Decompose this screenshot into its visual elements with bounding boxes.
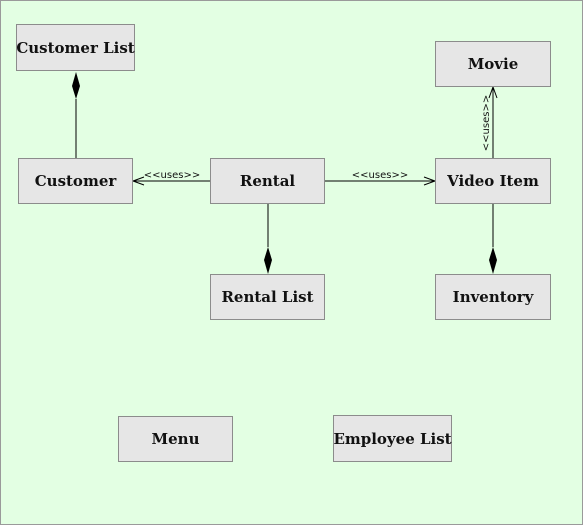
class-inventory[interactable]: Inventory [435, 274, 551, 320]
class-customer-list[interactable]: Customer List [16, 24, 135, 71]
class-movie-label: Movie [467, 55, 519, 73]
uses-label-customer: <<uses>> [144, 170, 200, 181]
class-rental-list-label: Rental List [221, 288, 314, 306]
class-video-item-label: Video Item [447, 172, 539, 190]
class-employee-list-label: Employee List [333, 429, 452, 448]
uses-label-movie: <<uses>> [481, 95, 492, 151]
class-menu-label: Menu [151, 430, 200, 448]
class-inventory-label: Inventory [452, 288, 534, 306]
class-rental-list[interactable]: Rental List [210, 274, 325, 320]
class-rental[interactable]: Rental [210, 158, 325, 204]
arrowhead-customer [131, 176, 145, 186]
composition-diamond-inventory [489, 247, 497, 274]
class-movie[interactable]: Movie [435, 41, 551, 87]
class-customer-label: Customer [34, 172, 117, 190]
class-rental-label: Rental [239, 172, 296, 190]
class-employee-list[interactable]: Employee List [333, 415, 452, 462]
class-video-item[interactable]: Video Item [435, 158, 551, 204]
class-customer[interactable]: Customer [18, 158, 133, 204]
composition-diamond-customer-list [72, 72, 80, 99]
class-menu[interactable]: Menu [118, 416, 233, 462]
uses-label-video-item: <<uses>> [352, 170, 408, 181]
composition-diamond-rental-list [264, 247, 272, 274]
arrowhead-movie [488, 85, 498, 99]
class-customer-list-label: Customer List [16, 38, 135, 57]
